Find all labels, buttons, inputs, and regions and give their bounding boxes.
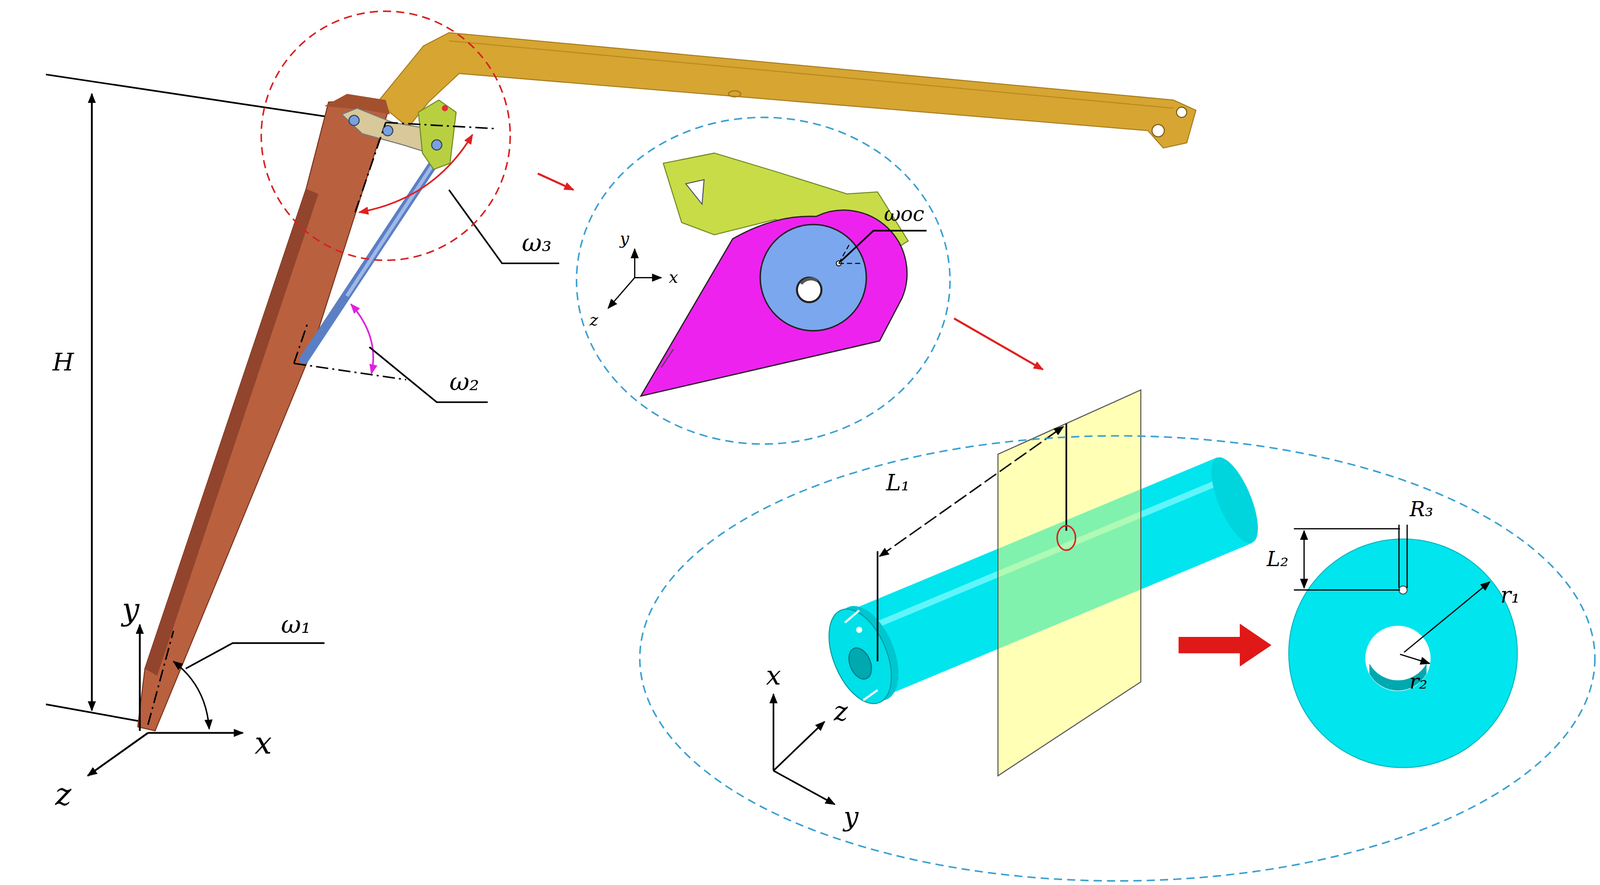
leader-line — [840, 230, 927, 262]
detail-ellipse — [639, 435, 1596, 881]
section-line — [1065, 423, 1068, 531]
coordinate-axes — [608, 248, 662, 309]
arm — [377, 32, 1197, 148]
section-plane — [997, 389, 1141, 776]
pin-detail — [640, 153, 908, 396]
arm-edge — [448, 40, 1174, 109]
angle-arc — [359, 134, 473, 213]
angle-label: ωoc — [883, 203, 925, 225]
dimension-label: r₂ — [1409, 671, 1428, 693]
detail-arrow — [954, 318, 1043, 370]
dimension-label: r₁ — [1500, 583, 1520, 607]
boom-side — [144, 188, 319, 676]
leader-line — [185, 643, 325, 669]
leader-line — [448, 189, 559, 264]
axis-label: x — [254, 727, 273, 759]
axis-label: z — [833, 698, 848, 725]
angle-label: ω₃ — [521, 230, 552, 256]
detail-ellipse — [576, 117, 951, 444]
angle-lines — [147, 122, 495, 725]
leader-line — [369, 346, 489, 403]
extension-line — [876, 551, 879, 662]
height-dimension — [90, 93, 93, 711]
detail-circle — [261, 11, 511, 261]
pin — [349, 115, 360, 126]
section-mark — [1057, 525, 1076, 550]
cylinder-rod — [346, 150, 442, 296]
dimension-label: L₂ — [1266, 549, 1289, 570]
axis-label: z — [589, 312, 599, 329]
reference-line — [45, 704, 148, 723]
axis-label: y — [122, 594, 140, 625]
dimension-label: H — [52, 350, 74, 375]
arm-hole — [1152, 124, 1165, 138]
arm-hole — [1176, 107, 1187, 118]
axis-label: y — [619, 230, 630, 248]
coordinate-axes — [773, 693, 835, 805]
pin — [431, 139, 442, 151]
angle-arc — [173, 661, 210, 729]
axis-label: x — [668, 269, 679, 286]
rocker-plate — [418, 100, 456, 170]
pin-cross-section — [1288, 538, 1518, 768]
coordinate-axes — [87, 624, 243, 776]
pin — [441, 105, 448, 112]
detail-arrow — [537, 173, 574, 191]
axis-label: z — [55, 778, 72, 810]
transition-arrow — [1178, 623, 1272, 667]
boom — [137, 100, 388, 731]
angle-arc — [350, 304, 374, 374]
dimension-label: L₁ — [886, 471, 911, 494]
dimension-label: R₃ — [1409, 499, 1434, 520]
arm-mark — [728, 90, 741, 98]
axis-label: x — [765, 662, 782, 689]
axis-label: y — [843, 803, 859, 831]
angle-label: ω₁ — [280, 612, 311, 637]
angle-label: ω₂ — [449, 369, 480, 395]
cross-section-dimensions — [1294, 524, 1491, 664]
